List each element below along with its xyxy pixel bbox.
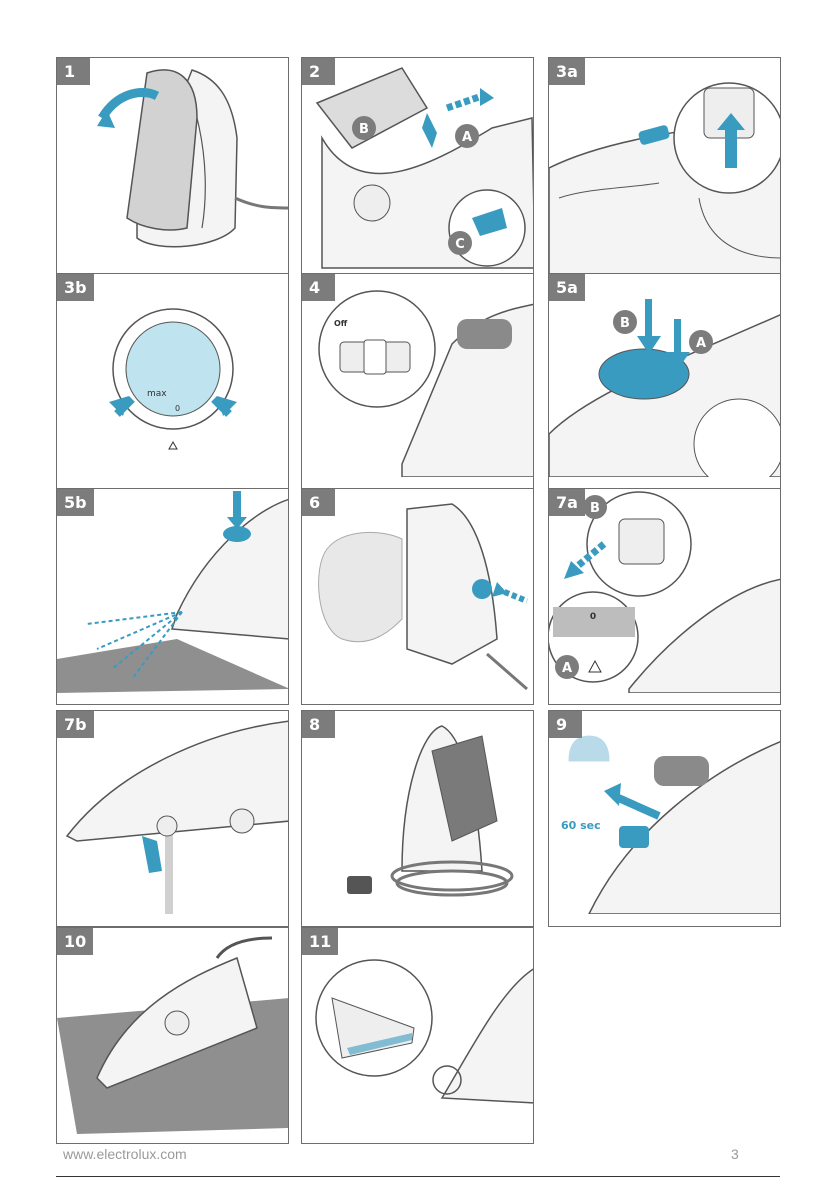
steam-selector-illustration: Off [302, 274, 534, 477]
step-number: 11 [302, 928, 338, 955]
step-number: 2 [302, 58, 335, 85]
step-3a-panel: 3a [548, 57, 781, 274]
step-8-panel: 8 [301, 710, 534, 927]
step-number: 3a [549, 58, 585, 85]
step-7b-panel: 7b [56, 710, 289, 927]
step-number: 5a [549, 274, 585, 301]
step-7a-panel: 7a 0 B A [548, 488, 781, 705]
dial-zero-label: 0 [590, 612, 596, 622]
step-10-panel: 10 [56, 927, 289, 1144]
callout-b: B [359, 122, 369, 137]
plug-in-illustration [549, 58, 781, 274]
step-4-panel: 4 Off [301, 273, 534, 490]
callout-c: C [455, 237, 465, 252]
step-5a-panel: 5a B A [548, 273, 781, 490]
step-9-panel: 9 60 sec [548, 710, 781, 927]
dial-max-label: max [147, 389, 167, 399]
callout-a: A [462, 130, 472, 145]
step-number: 8 [302, 711, 335, 738]
fill-water-illustration: B A C [302, 58, 534, 274]
callout-b: B [590, 501, 600, 516]
step-6-panel: 6 [301, 488, 534, 705]
steam-off-label: Off [334, 319, 348, 328]
footer-url[interactable]: www.electrolux.com [63, 1146, 187, 1162]
temperature-dial-illustration: max 0 [57, 274, 289, 477]
step-number: 1 [57, 58, 90, 85]
iron-cooling-illustration [57, 58, 289, 274]
step-number: 10 [57, 928, 93, 955]
empty-water-illustration [57, 711, 289, 914]
steam-button-illustration: B A [549, 274, 781, 477]
step-number: 3b [57, 274, 94, 301]
step-3b-panel: 3b max 0 [56, 273, 289, 490]
soleplate-clean-illustration [302, 928, 534, 1134]
callout-a: A [696, 336, 706, 351]
vertical-steam-illustration [302, 489, 534, 693]
step-1-panel: 1 [56, 57, 289, 274]
callout-a: A [562, 661, 572, 676]
auto-clean-illustration: 60 sec [549, 711, 781, 914]
timer-label: 60 sec [561, 819, 601, 832]
step-number: 6 [302, 489, 335, 516]
callout-b: B [620, 316, 630, 331]
step-number: 5b [57, 489, 94, 516]
step-number: 9 [549, 711, 582, 738]
dial-zero-label: 0 [175, 404, 180, 413]
step-number: 7a [549, 489, 585, 516]
page-number: 3 [731, 1146, 739, 1162]
unplug-illustration: 0 B A [549, 489, 781, 693]
step-5b-panel: 5b [56, 488, 289, 705]
footer-divider [56, 1176, 780, 1177]
step-11-panel: 11 [301, 927, 534, 1144]
spray-illustration [57, 489, 289, 693]
step-number: 7b [57, 711, 94, 738]
ironing-illustration [57, 928, 289, 1134]
step-number: 4 [302, 274, 335, 301]
storage-illustration [302, 711, 534, 914]
step-2-panel: 2 B A C [301, 57, 534, 274]
